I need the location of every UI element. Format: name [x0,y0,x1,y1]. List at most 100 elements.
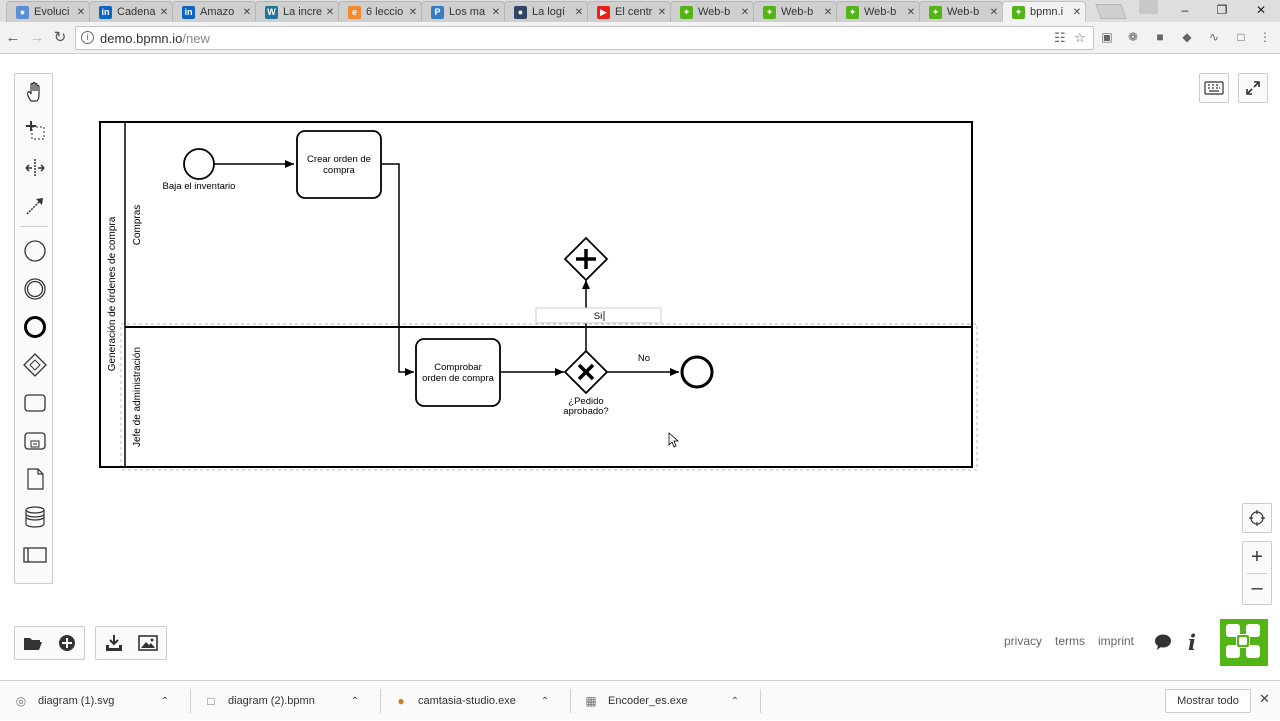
browser-tab[interactable]: ✦Web-b✕ [753,1,837,22]
menu-icon[interactable]: ⋮ [1259,30,1271,44]
profile-icon[interactable] [1139,0,1158,14]
imprint-link[interactable]: imprint [1098,634,1135,648]
zoom-out-icon[interactable]: – [1251,577,1263,599]
exclusive-gateway[interactable] [563,349,609,395]
end-event[interactable] [680,355,714,389]
pool-tool-icon[interactable] [20,540,50,570]
browser-tab[interactable]: ●La logí✕ [504,1,588,22]
start-event[interactable] [183,148,215,180]
chevron-up-icon[interactable]: ⌃ [730,695,740,707]
extension-icon[interactable]: ■ [1156,30,1164,44]
space-tool-icon[interactable] [20,153,50,183]
extension-icon[interactable]: ∿ [1208,30,1220,44]
browser-tab[interactable]: ●Evoluci✕ [6,1,90,22]
tab-close-icon[interactable]: ✕ [740,6,750,18]
browser-tab[interactable]: ✦Web-b✕ [919,1,1003,22]
parallel-gateway[interactable] [563,236,609,282]
cast-icon[interactable]: ▣ [1101,30,1113,44]
pdf-icon[interactable]: □ [1237,30,1245,44]
download-item[interactable]: ▦ Encoder_es.exe ⌃ [584,681,742,721]
chevron-up-icon[interactable]: ⌃ [540,695,550,707]
zoom-in-icon[interactable]: + [1251,546,1263,568]
lane-label-compras[interactable]: Compras [132,205,143,246]
new-diagram-icon[interactable] [51,628,83,658]
tab-close-icon[interactable]: ✕ [989,6,999,18]
bpmn-io-logo[interactable] [1220,619,1268,666]
data-store-tool-icon[interactable] [20,502,50,532]
sequence-flow[interactable] [381,163,414,376]
gateway-tool-icon[interactable] [20,350,50,380]
tab-close-icon[interactable]: ✕ [906,6,916,18]
reload-icon[interactable]: ↻ [53,29,67,46]
intermediate-event-tool-icon[interactable] [20,274,50,304]
gateway-label-line2[interactable]: aprobado? [563,406,608,417]
back-icon[interactable]: ← [5,29,21,46]
tab-close-icon[interactable]: ✕ [159,6,169,18]
label-editor-text[interactable]: Si [594,311,602,322]
task-tool-icon[interactable] [20,388,50,418]
download-item[interactable]: ◎ diagram (1).svg ⌃ [14,681,172,721]
tab-close-icon[interactable]: ✕ [325,6,335,18]
hand-tool-icon[interactable] [20,77,50,107]
tab-close-icon[interactable]: ✕ [1072,6,1082,18]
download-bpmn-icon[interactable] [98,628,130,658]
tab-close-icon[interactable]: ✕ [657,6,667,18]
tab-close-icon[interactable]: ✕ [242,6,252,18]
privacy-link[interactable]: privacy [1004,634,1043,648]
tab-close-icon[interactable]: ✕ [76,6,86,18]
start-event-tool-icon[interactable] [20,236,50,266]
reset-zoom-icon[interactable] [1242,503,1272,533]
browser-tab[interactable]: ✦Web-b✕ [670,1,754,22]
task-comprobar-orden[interactable]: Comprobar orden de compra [415,338,501,407]
flow-label-no[interactable]: No [638,353,650,364]
window-close-icon[interactable]: ✕ [1255,3,1267,17]
keyboard-shortcuts-icon[interactable] [1199,73,1229,103]
translate-icon[interactable]: ☷ [1054,30,1066,45]
lane-label-jefe[interactable]: Jefe de administración [132,347,143,447]
fullscreen-icon[interactable] [1238,73,1268,103]
browser-tab[interactable]: ▶El centr✕ [587,1,671,22]
forward-icon[interactable]: → [29,29,45,46]
dropbox-icon[interactable]: ◆ [1182,30,1192,44]
end-event-tool-icon[interactable] [20,312,50,342]
info-icon[interactable]: i [81,31,94,44]
label-editor-box[interactable] [535,307,662,324]
pool[interactable]: Generación de órdenes de compra [99,121,973,468]
tab-close-icon[interactable]: ✕ [491,6,501,18]
info-about-icon[interactable]: i [1188,630,1196,655]
download-item[interactable]: □ diagram (2).bpmn ⌃ [204,681,362,721]
lasso-tool-icon[interactable] [20,115,50,145]
show-all-downloads-button[interactable]: Mostrar todo [1165,689,1251,713]
restore-icon[interactable]: ❐ [1216,3,1228,17]
new-tab-button[interactable] [1095,4,1127,19]
close-downloads-icon[interactable]: ✕ [1259,691,1270,706]
task-crear-orden[interactable]: Crear orden de compra [296,130,382,199]
terms-link[interactable]: terms [1055,634,1085,648]
diagram-canvas[interactable]: Generación de órdenes de compra Compras … [0,54,1280,680]
chevron-up-icon[interactable]: ⌃ [160,695,170,707]
browser-tab[interactable]: ✦bpmn.i✕ [1002,1,1086,22]
tab-close-icon[interactable]: ✕ [823,6,833,18]
subprocess-tool-icon[interactable] [20,426,50,456]
download-item[interactable]: ● camtasia-studio.exe ⌃ [394,681,552,721]
minimize-icon[interactable]: – [1181,3,1189,17]
connect-tool-icon[interactable] [20,191,50,221]
extension-icon[interactable]: ❁ [1127,30,1139,44]
chevron-up-icon[interactable]: ⌃ [350,695,360,707]
tab-close-icon[interactable]: ✕ [574,6,584,18]
browser-tab[interactable]: ✦Web-b✕ [836,1,920,22]
url-text[interactable]: demo.bpmn.io/new [100,31,210,46]
open-folder-icon[interactable] [17,628,49,658]
address-bar[interactable]: i demo.bpmn.io/new ☷ ☆ [75,26,1094,50]
tab-close-icon[interactable]: ✕ [408,6,418,18]
gateway-label-line1[interactable]: ¿Pedido [568,396,603,407]
data-object-tool-icon[interactable] [20,464,50,494]
download-image-icon[interactable] [132,628,164,658]
feedback-icon[interactable] [1154,633,1172,656]
start-event-label[interactable]: Baja el inventario [163,181,236,192]
